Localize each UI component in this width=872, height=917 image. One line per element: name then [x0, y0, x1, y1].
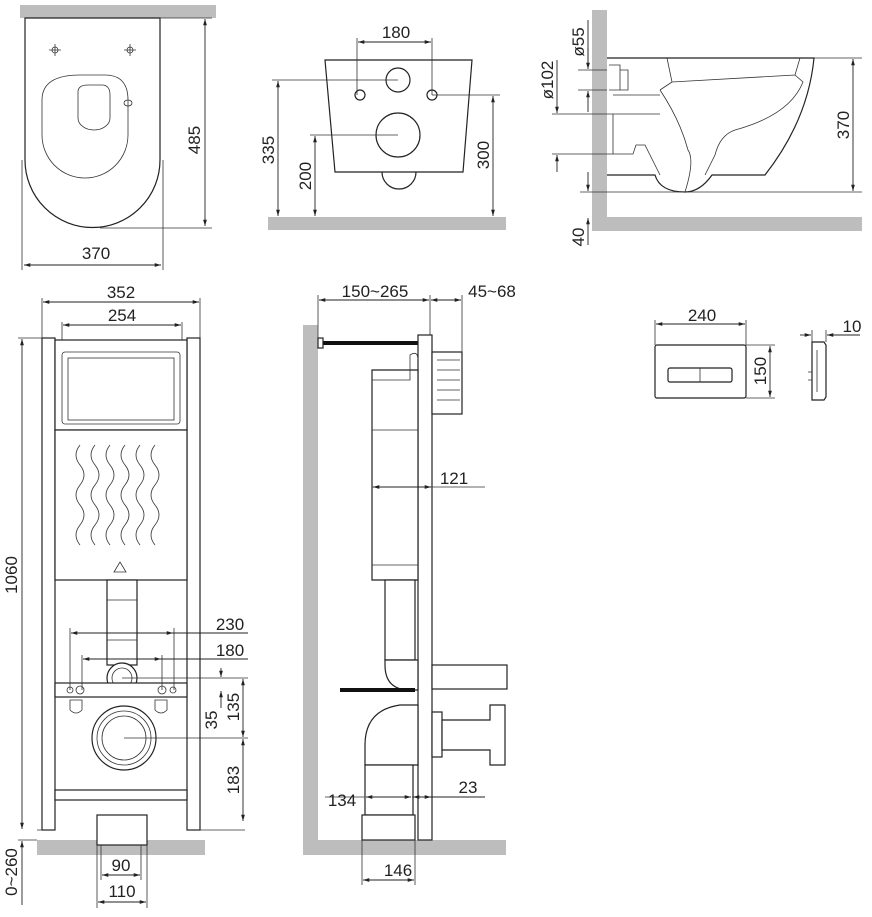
dim-tank-depth: 121: [440, 469, 468, 488]
bowl-outline: [324, 59, 473, 173]
floor: [303, 840, 506, 855]
dim-bolt-offset: 35: [202, 711, 221, 730]
dim-drain-inner: 90: [112, 856, 131, 875]
frame-side-view: 150~265 45~68 121 134 23 146: [303, 282, 516, 885]
dim-outlet-diameter: ø102: [538, 61, 557, 100]
dim-wall-distance: 150~265: [342, 282, 409, 301]
dim-drain-outer: 110: [108, 882, 135, 901]
dim-outlet-height: 200: [296, 162, 315, 190]
drain-pipe: [96, 814, 148, 846]
dim-floor-gap: 40: [569, 228, 588, 247]
wall: [303, 325, 318, 840]
floor: [592, 217, 862, 231]
cistern: [371, 369, 419, 581]
dim-bolt-inner: 180: [216, 641, 244, 660]
bowl-top-view: 485 370: [20, 5, 216, 270]
floor: [37, 840, 205, 855]
dim-width: 240: [688, 306, 716, 325]
dim-bolt-outer: 230: [216, 615, 244, 634]
dim-outer-width: 352: [107, 283, 135, 302]
dim-width: 370: [82, 244, 110, 263]
dim-depth-adjust: 45~68: [468, 282, 516, 301]
frame-plate: [417, 334, 433, 841]
dim-bolt-spacing: 180: [382, 23, 410, 42]
bowl-outline: [607, 57, 815, 193]
frame-leg-left: [41, 337, 56, 831]
bowl-front-view: 180 335 200 300: [259, 23, 506, 230]
dim-bolt-height: 300: [474, 141, 493, 169]
dim-drain-gap: 23: [459, 778, 478, 797]
dim-inner-width: 254: [108, 306, 136, 325]
dim-inlet-diameter: ø55: [569, 27, 588, 56]
inlet-pipe: [431, 664, 508, 690]
wall: [20, 5, 216, 18]
dim-leg-adjust: 0~260: [2, 848, 21, 896]
dim-drain-width: 146: [384, 861, 412, 880]
floor: [268, 217, 506, 230]
dim-depth: 485: [185, 126, 204, 154]
outlet-pipe: [441, 704, 506, 766]
dim-drain-offset: 134: [328, 791, 356, 810]
dim-outlet-height: 183: [224, 766, 243, 794]
seat-outline: [41, 74, 129, 179]
flush-plate-view: 240 150 10: [654, 306, 862, 401]
frame-leg-right: [186, 337, 201, 831]
cistern-panel: [54, 339, 188, 431]
dim-inlet-height: 335: [259, 136, 278, 164]
dim-height: 150: [751, 357, 770, 385]
crossbar: [54, 682, 188, 698]
dim-height: 1060: [2, 556, 21, 594]
wall: [592, 10, 607, 217]
frame-front-view: 352 254 1060 0~260 230 180 35 135 183 90…: [2, 283, 248, 908]
flush-plate-side: [811, 341, 827, 401]
drain-elbow: [364, 764, 414, 816]
mount-holes: [49, 44, 136, 56]
dim-thickness: 10: [843, 317, 862, 336]
dim-inlet-offset: 135: [224, 693, 243, 721]
bowl-side-view: ø55 ø102 370 40: [538, 10, 862, 246]
bowl-outline: [24, 17, 161, 229]
dim-height: 370: [834, 111, 853, 139]
